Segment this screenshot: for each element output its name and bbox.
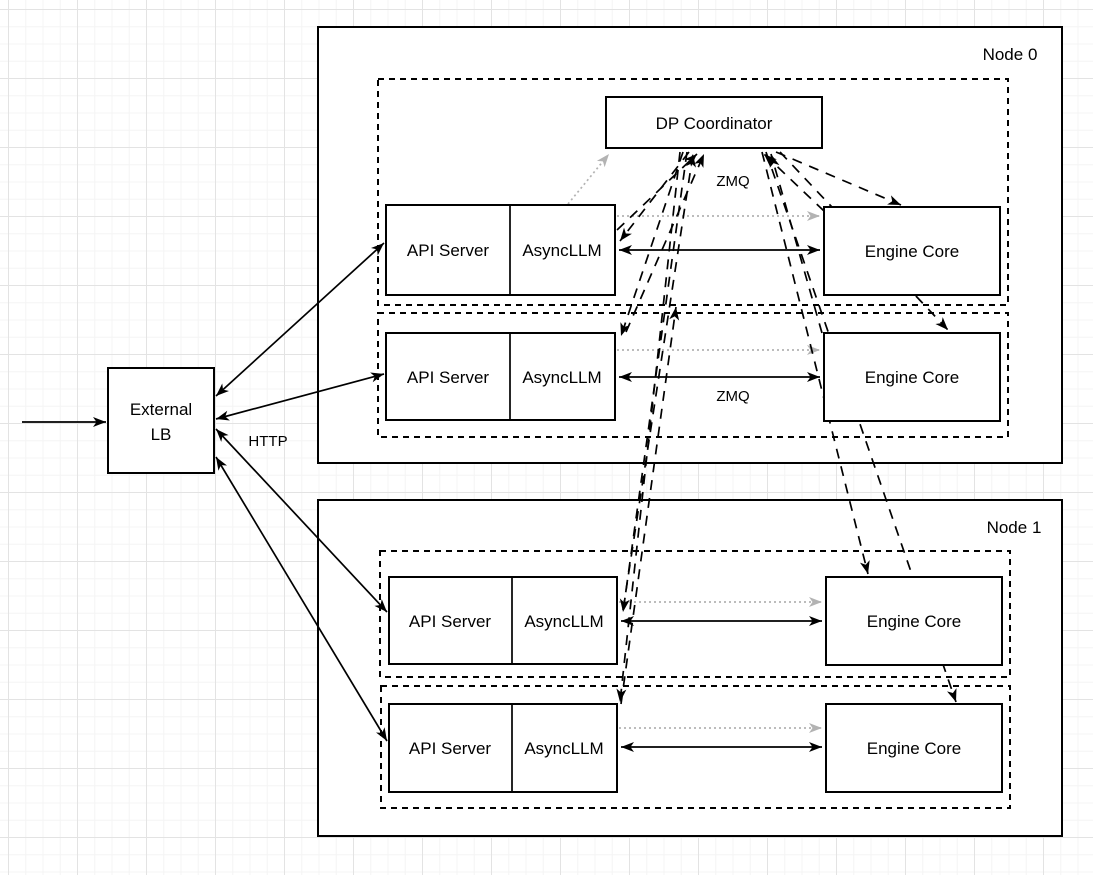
edge-dashed-async-n1r1-to-dp: [620, 306, 680, 705]
api-async-box-n0r0: [385, 204, 616, 296]
external-lb-label-line1: External: [130, 400, 192, 419]
labels: Node 0 Node 1 DP Coordinator External LB…: [130, 45, 1042, 758]
edge-lb-api-n0r1: [215, 372, 385, 421]
dp-coordinator-box: [605, 96, 823, 149]
dp-coordinator-label: DP Coordinator: [656, 114, 773, 133]
edge-lb-api-n0r0: [215, 242, 385, 397]
api-server-label-n0r0: API Server: [407, 241, 490, 260]
api-server-label-n1r0: API Server: [409, 612, 492, 631]
edge-dashed-dp-to-engine-n0r0: [775, 151, 902, 206]
zmq-label-engine: ZMQ: [716, 388, 749, 405]
engine-core-label-n1r1: Engine Core: [867, 739, 962, 758]
zmq-label-coordinator: ZMQ: [716, 173, 749, 190]
edge-dashed-async-n0r1-to-dp: [625, 153, 705, 333]
edge-dotted-async-dp: [567, 153, 610, 205]
edge-dashed-engine-n0r0-to-dp: [763, 153, 825, 212]
external-lb-box: [107, 367, 215, 474]
external-lb-label-line2: LB: [151, 425, 172, 444]
engine-core-box-n1r1: [825, 703, 1003, 793]
edges: [22, 151, 957, 752]
asyncllm-label-n0r1: AsyncLLM: [522, 368, 601, 387]
engine-core-label-n0r1: Engine Core: [865, 368, 960, 387]
api-server-label-n0r1: API Server: [407, 368, 490, 387]
edge-lb-api-n1r1: [215, 456, 388, 742]
replica-row-node0-0: [377, 78, 1009, 306]
asyncllm-label-n1r1: AsyncLLM: [524, 739, 603, 758]
replica-row-node1-0: [379, 550, 1011, 678]
engine-core-box-n0r1: [823, 332, 1001, 422]
edge-dashed-dp-to-engine-n1r0: [761, 151, 870, 575]
api-async-box-n0r1: [385, 332, 616, 421]
engine-core-box-n1r0: [825, 576, 1003, 666]
engine-core-label-n0r0: Engine Core: [865, 242, 960, 261]
edge-dashed-dp-to-async-n0r1: [620, 151, 684, 337]
edge-dashed-dp-to-async-n1r0: [619, 151, 688, 613]
engine-core-label-n1r0: Engine Core: [867, 612, 962, 631]
replica-row-node1-1: [380, 685, 1011, 809]
edge-dashed-dp-to-engine-n0r1: [779, 151, 949, 331]
engine-core-box-n0r0: [823, 206, 1001, 296]
api-server-label-n1r1: API Server: [409, 739, 492, 758]
edge-dashed-dp-to-async-n0r0: [619, 151, 690, 242]
asyncllm-label-n1r0: AsyncLLM: [524, 612, 603, 631]
api-async-box-n1r0: [388, 576, 618, 665]
edge-dashed-async-n0r0-to-dp: [616, 153, 698, 231]
edge-dashed-engine-n0r1-to-dp: [769, 153, 823, 334]
edge-dashed-dp-to-async-n1r1: [616, 151, 681, 703]
node-0-label: Node 0: [983, 45, 1038, 64]
edge-dashed-dp-to-engine-n1r1: [765, 151, 957, 703]
api-async-box-n1r1: [388, 703, 618, 793]
http-label: HTTP: [248, 433, 287, 450]
node-1-label: Node 1: [987, 518, 1042, 537]
asyncllm-label-n0r0: AsyncLLM: [522, 241, 601, 260]
shapes: [107, 96, 1003, 793]
